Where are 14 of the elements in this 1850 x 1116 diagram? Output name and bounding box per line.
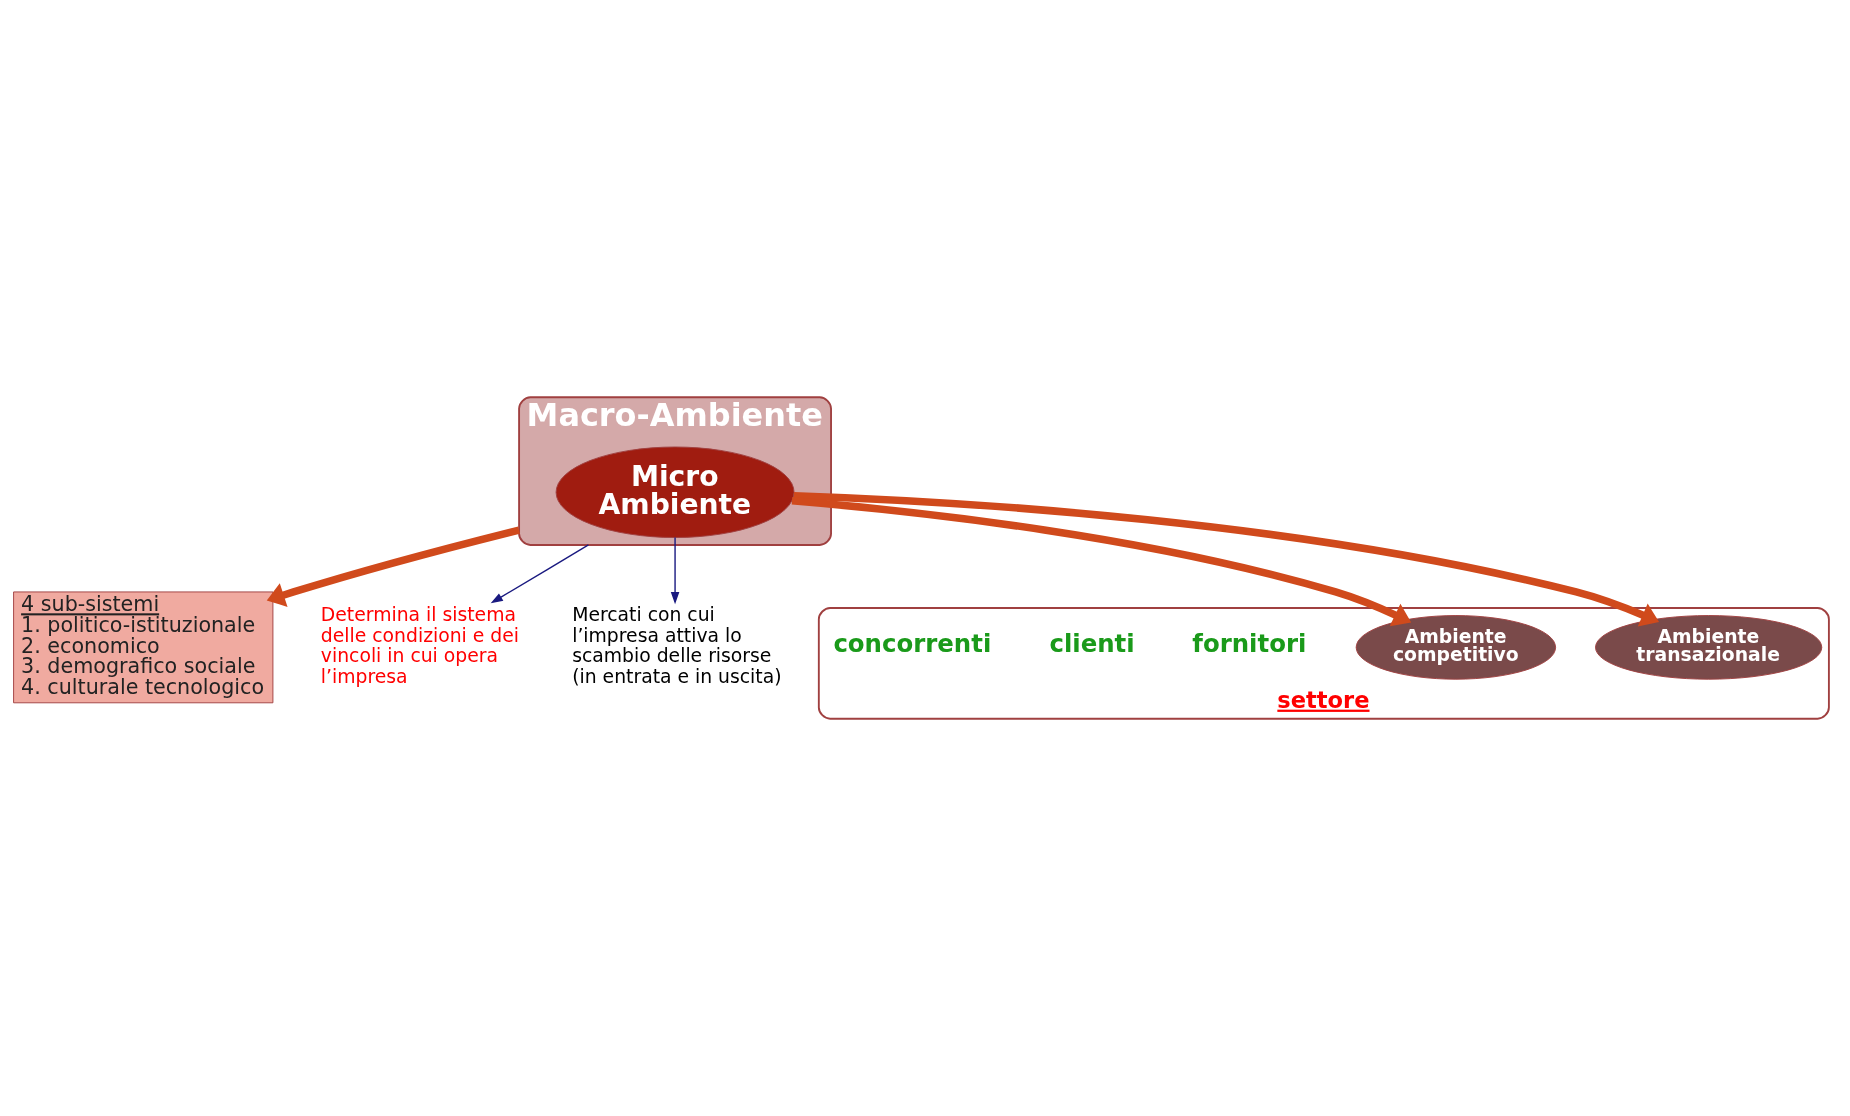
arrow xyxy=(266,526,520,607)
node-text: concorrenti xyxy=(833,629,992,659)
node-ellipse: Micro Ambiente xyxy=(555,446,795,538)
node-text: Mercati con cui l’impresa attiva lo scambio delle risorse (in entrata e in uscita) xyxy=(572,604,782,688)
arrow xyxy=(793,491,1660,627)
node-ellipse: Ambiente transazionale xyxy=(1595,615,1823,680)
node-ellipse: Ambiente competitivo xyxy=(1355,615,1557,680)
arrow xyxy=(791,497,1412,627)
node-text: Determina il sistema delle condizioni e dei vincoli in cui opera l’impresa xyxy=(320,604,520,688)
node-box: 4 sub-sistemi 1. politico-istituzionale 2. economico 3. demografico sociale 4. culturale tecnologico xyxy=(13,591,274,704)
node-text: fornitori xyxy=(1192,629,1307,659)
arrow xyxy=(670,536,680,605)
node-text: clienti xyxy=(1049,629,1135,659)
arrow xyxy=(490,544,590,604)
